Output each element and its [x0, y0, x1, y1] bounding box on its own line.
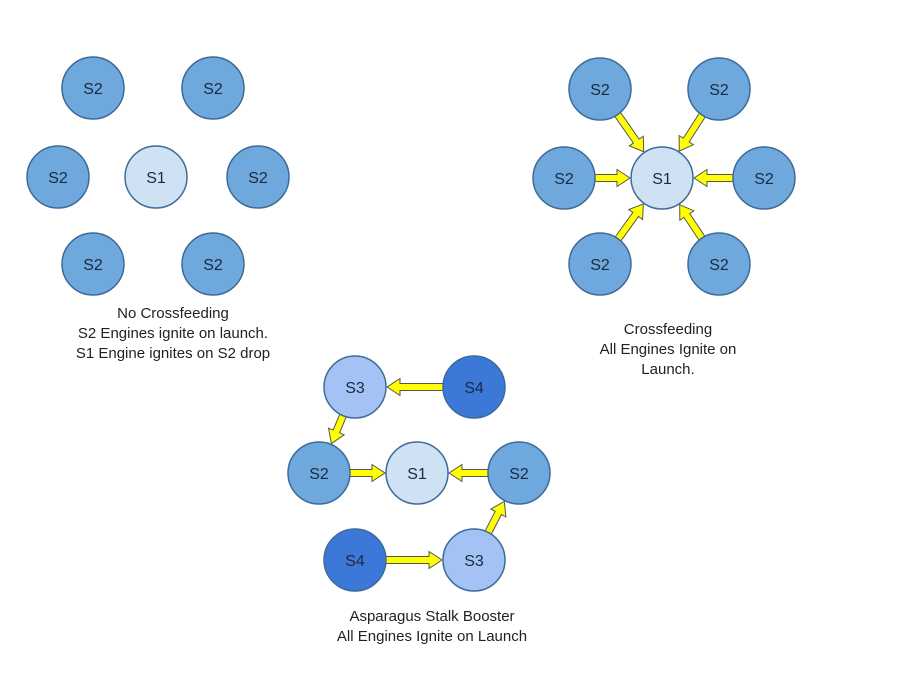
caption-no-crossfeed-line-2: S2 Engines ignite on launch. — [78, 325, 268, 342]
node-circle-s1 — [630, 146, 694, 210]
caption-asparagus: Asparagus Stalk Booster All Engines Igni… — [337, 608, 527, 645]
node-label-s2: S2 — [590, 82, 610, 99]
node-circle-s2 — [181, 56, 245, 120]
node-circle-s4 — [323, 528, 387, 592]
node-circle-s2 — [226, 145, 290, 209]
caption-asparagus-line-1: Asparagus Stalk Booster — [349, 608, 514, 625]
node-label-s3: S3 — [464, 553, 484, 570]
node-circle-s2 — [687, 57, 751, 121]
node-circle-s2 — [732, 146, 796, 210]
node-label-s2: S2 — [709, 257, 729, 274]
node-label-s2: S2 — [83, 257, 103, 274]
node-cf-s2-mr: S2 — [732, 146, 796, 210]
node-cf-s2-bl: S2 — [568, 232, 632, 296]
caption-crossfeed-line-1: Crossfeeding — [624, 321, 712, 338]
node-label-s4: S4 — [464, 380, 484, 397]
node-as-s4-bottom: S4 — [323, 528, 387, 592]
node-nc-s2-tl: S2 — [61, 56, 125, 120]
node-label-s2: S2 — [509, 466, 529, 483]
node-as-s3-bottom: S3 — [442, 528, 506, 592]
node-circle-s2 — [568, 232, 632, 296]
node-label-s3: S3 — [345, 380, 365, 397]
caption-no-crossfeed: No Crossfeeding S2 Engines ignite on lau… — [76, 305, 270, 362]
node-circle-s2 — [487, 441, 551, 505]
node-nc-s2-tr: S2 — [181, 56, 245, 120]
node-as-s2-left: S2 — [287, 441, 351, 505]
node-nc-s1: S1 — [124, 145, 188, 209]
node-label-s2: S2 — [203, 257, 223, 274]
node-circle-s3 — [442, 528, 506, 592]
node-label-s1: S1 — [652, 171, 672, 188]
node-circle-s3 — [323, 355, 387, 419]
node-nc-s2-bl: S2 — [61, 232, 125, 296]
caption-crossfeed: Crossfeeding All Engines Ignite on Launc… — [600, 321, 737, 378]
caption-asparagus-line-2: All Engines Ignite on Launch — [337, 628, 527, 645]
caption-crossfeed-line-2: All Engines Ignite on — [600, 341, 737, 358]
node-circle-s2 — [687, 232, 751, 296]
node-nc-s2-mr: S2 — [226, 145, 290, 209]
node-label-s2: S2 — [554, 171, 574, 188]
node-circle-s2 — [532, 146, 596, 210]
node-as-s3-top: S3 — [323, 355, 387, 419]
node-cf-s2-tr: S2 — [687, 57, 751, 121]
node-circle-s1 — [385, 441, 449, 505]
node-label-s4: S4 — [345, 553, 365, 570]
node-cf-s2-tl: S2 — [568, 57, 632, 121]
node-label-s2: S2 — [754, 171, 774, 188]
node-label-s2: S2 — [83, 81, 103, 98]
node-as-s1: S1 — [385, 441, 449, 505]
node-label-s2: S2 — [48, 170, 68, 187]
node-nc-s2-ml: S2 — [26, 145, 90, 209]
node-label-s2: S2 — [309, 466, 329, 483]
node-label-s2: S2 — [248, 170, 268, 187]
node-circle-s2 — [26, 145, 90, 209]
node-circle-s1 — [124, 145, 188, 209]
node-nc-s2-br: S2 — [181, 232, 245, 296]
node-cf-s1: S1 — [630, 146, 694, 210]
edges-layer — [327, 104, 743, 570]
node-circle-s2 — [568, 57, 632, 121]
node-label-s1: S1 — [146, 170, 166, 187]
node-as-s2-right: S2 — [487, 441, 551, 505]
node-cf-s2-ml: S2 — [532, 146, 596, 210]
node-circle-s4 — [442, 355, 506, 419]
caption-no-crossfeed-line-1: No Crossfeeding — [117, 305, 229, 322]
node-label-s1: S1 — [407, 466, 427, 483]
node-label-s2: S2 — [709, 82, 729, 99]
node-circle-s2 — [181, 232, 245, 296]
caption-no-crossfeed-line-3: S1 Engine ignites on S2 drop — [76, 345, 270, 362]
node-label-s2: S2 — [203, 81, 223, 98]
node-label-s2: S2 — [590, 257, 610, 274]
node-circle-s2 — [61, 56, 125, 120]
node-circle-s2 — [61, 232, 125, 296]
caption-crossfeed-line-3: Launch. — [641, 361, 694, 378]
node-as-s4-top: S4 — [442, 355, 506, 419]
node-circle-s2 — [287, 441, 351, 505]
node-cf-s2-br: S2 — [687, 232, 751, 296]
